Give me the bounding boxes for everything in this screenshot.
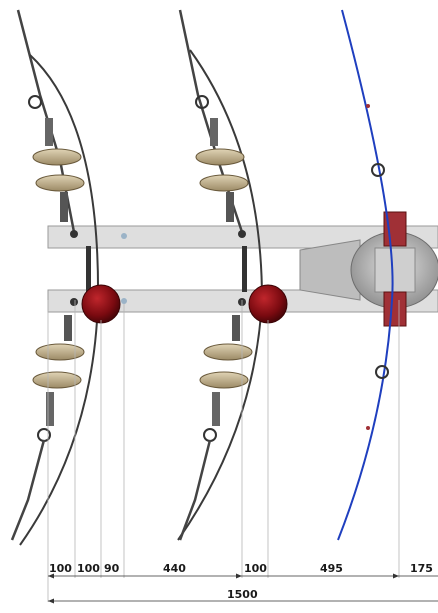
extension-lines — [47, 300, 400, 602]
bolt — [121, 298, 127, 304]
bolt — [121, 233, 127, 239]
post-left — [86, 246, 91, 292]
dim-label-175: 175 — [410, 562, 433, 575]
dim-label-90: 90 — [104, 562, 120, 575]
left-insulator-string — [10, 9, 100, 546]
dim-label-495: 495 — [320, 562, 343, 575]
middle-insulator-string — [177, 9, 264, 541]
dim-label-100c: 100 — [244, 562, 267, 575]
dim-label-100a: 100 — [49, 562, 72, 575]
post-middle — [242, 246, 247, 292]
central-hub — [299, 211, 438, 327]
dimension-arrows — [48, 573, 399, 604]
dimension-lines — [48, 575, 438, 602]
dim-label-440: 440 — [163, 562, 186, 575]
dim-label-total: 1500 — [227, 588, 258, 601]
spacer-ball-left — [81, 284, 121, 324]
dim-label-100b: 100 — [77, 562, 100, 575]
right-conductor — [337, 9, 394, 541]
spacer-ball-middle — [248, 284, 288, 324]
